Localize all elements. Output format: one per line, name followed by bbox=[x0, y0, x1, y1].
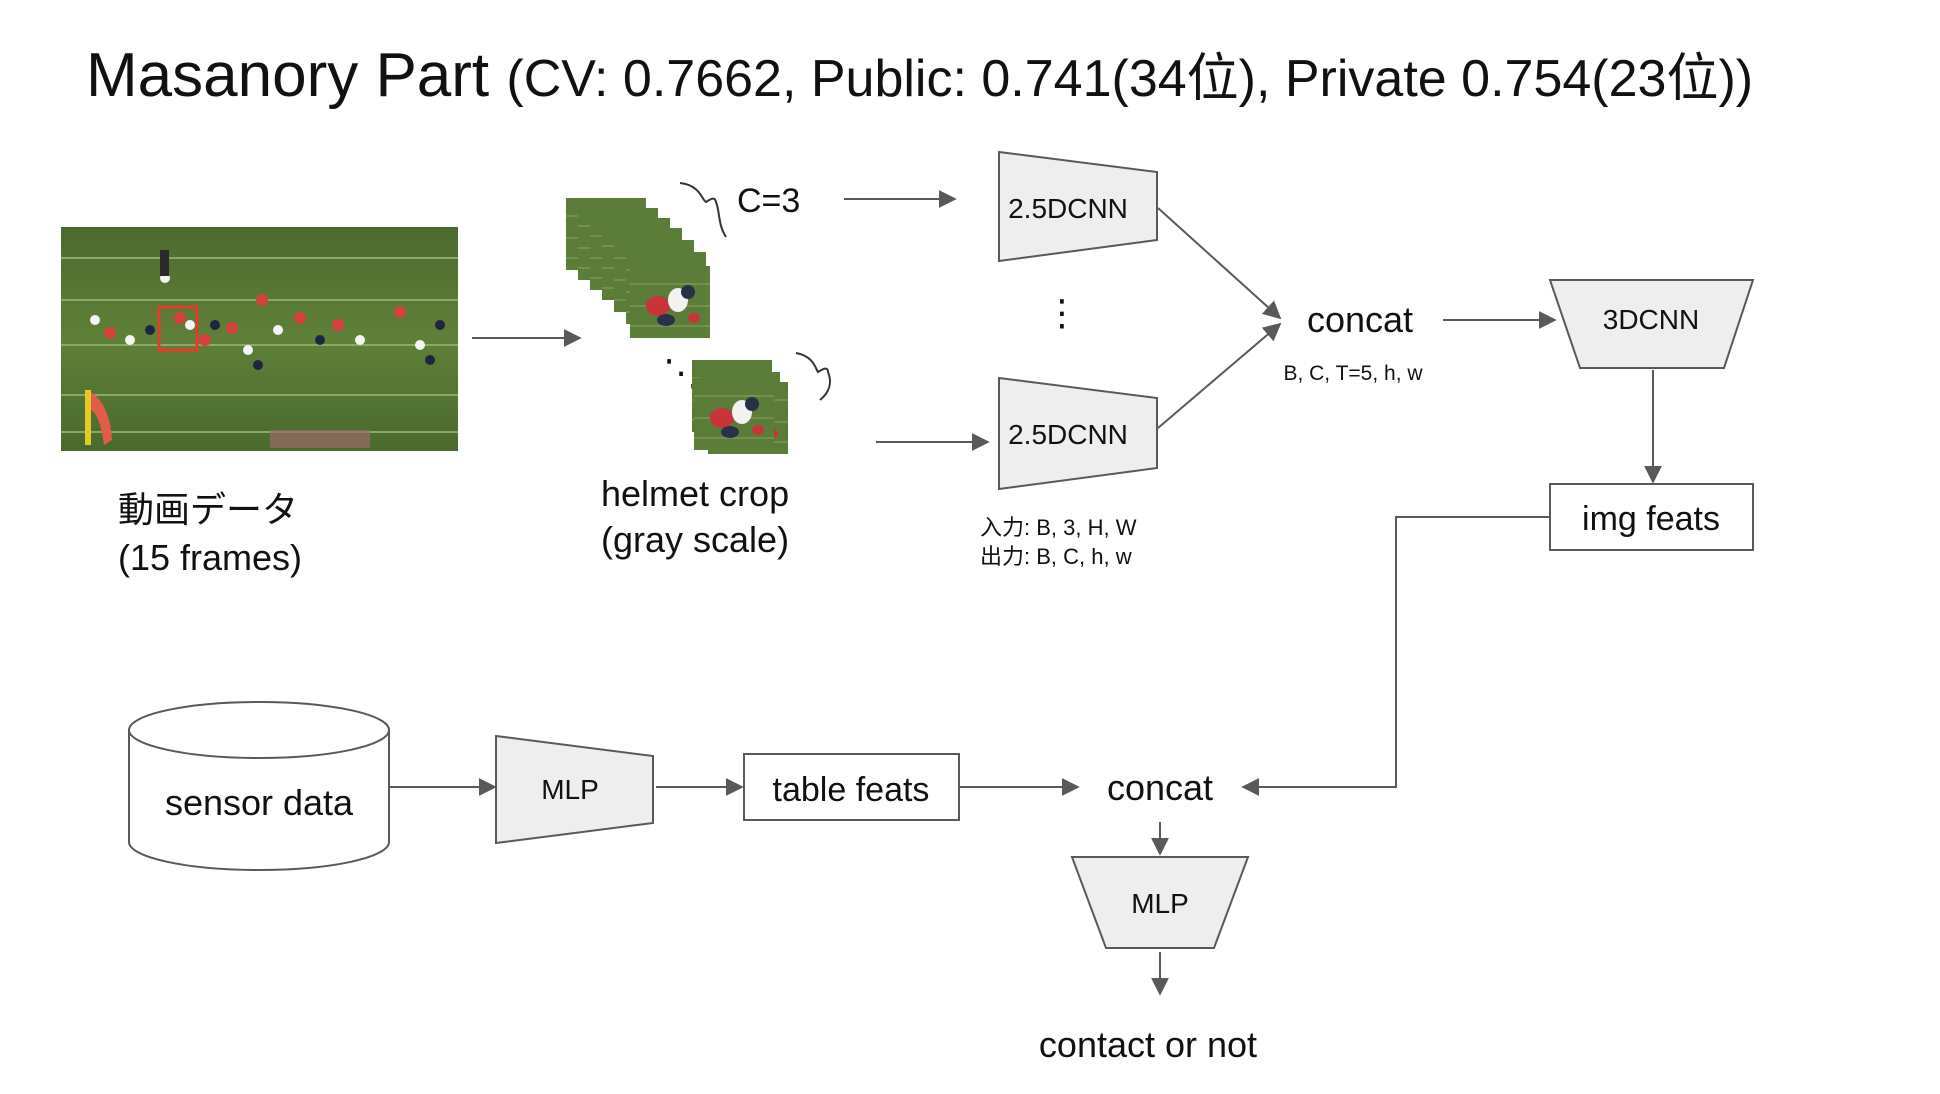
sensor-data-cylinder: sensor data bbox=[128, 701, 390, 871]
table-feats-label: table feats bbox=[773, 771, 930, 809]
helmet-bbox bbox=[157, 305, 199, 352]
cnn-vertical-ellipsis: ⋮ bbox=[1044, 292, 1080, 333]
concat-top-shape: B, C, T=5, h, w bbox=[1283, 362, 1423, 385]
output-label: contact or not bbox=[1039, 1024, 1257, 1065]
arrow-cnn-bottom-to-concat bbox=[1157, 322, 1282, 429]
helmet-crop-stack-top bbox=[566, 198, 710, 339]
brace-bottom bbox=[795, 352, 831, 401]
cnn25d-block-bottom: 2.5DCNN bbox=[998, 376, 1158, 491]
cnn25d-bottom-label: 2.5DCNN bbox=[1008, 419, 1128, 450]
sensor-data-label: sensor data bbox=[165, 782, 354, 823]
cnn3d-label: 3DCNN bbox=[1603, 304, 1699, 335]
title-scores: (CV: 0.7662, Public: 0.741(34位), Private… bbox=[506, 50, 1754, 108]
cnn-io-output: 出力: B, C, h, w bbox=[980, 544, 1132, 569]
concat-bottom-label: concat bbox=[1107, 767, 1213, 808]
helmet-crop-stack-bottom bbox=[692, 360, 788, 454]
mlp-final-label: MLP bbox=[1131, 888, 1189, 919]
arrow-cnn-top-to-concat bbox=[1157, 207, 1282, 320]
cnn3d-block: 3DCNN bbox=[1548, 279, 1755, 369]
video-label-line2: (15 frames) bbox=[118, 537, 302, 578]
table-feats-box: table feats bbox=[743, 753, 960, 821]
mlp-final-block: MLP bbox=[1070, 856, 1250, 949]
brace-top bbox=[679, 182, 727, 238]
video-label-line1: 動画データ bbox=[118, 489, 298, 530]
crop-label-line2: (gray scale) bbox=[601, 519, 789, 560]
concat-top-label: concat bbox=[1307, 299, 1413, 340]
mlp-sensor-block: MLP bbox=[495, 734, 654, 845]
cnn-io-input: 入力: B, 3, H, W bbox=[980, 515, 1137, 540]
cnn25d-block-top: 2.5DCNN bbox=[998, 150, 1158, 263]
img-feats-label: img feats bbox=[1582, 500, 1720, 538]
img-feats-box: img feats bbox=[1549, 483, 1754, 551]
title-main: Masanory Part bbox=[86, 41, 490, 110]
mlp-sensor-label: MLP bbox=[541, 774, 599, 805]
channels-label: C=3 bbox=[737, 182, 800, 220]
arrow-img-feats-to-concat bbox=[1241, 516, 1550, 796]
video-frame-image bbox=[61, 227, 458, 451]
cnn25d-top-label: 2.5DCNN bbox=[1008, 193, 1128, 224]
slide-title: Masanory Part (CV: 0.7662, Public: 0.741… bbox=[86, 36, 1753, 111]
crop-label-line1: helmet crop bbox=[601, 473, 789, 514]
